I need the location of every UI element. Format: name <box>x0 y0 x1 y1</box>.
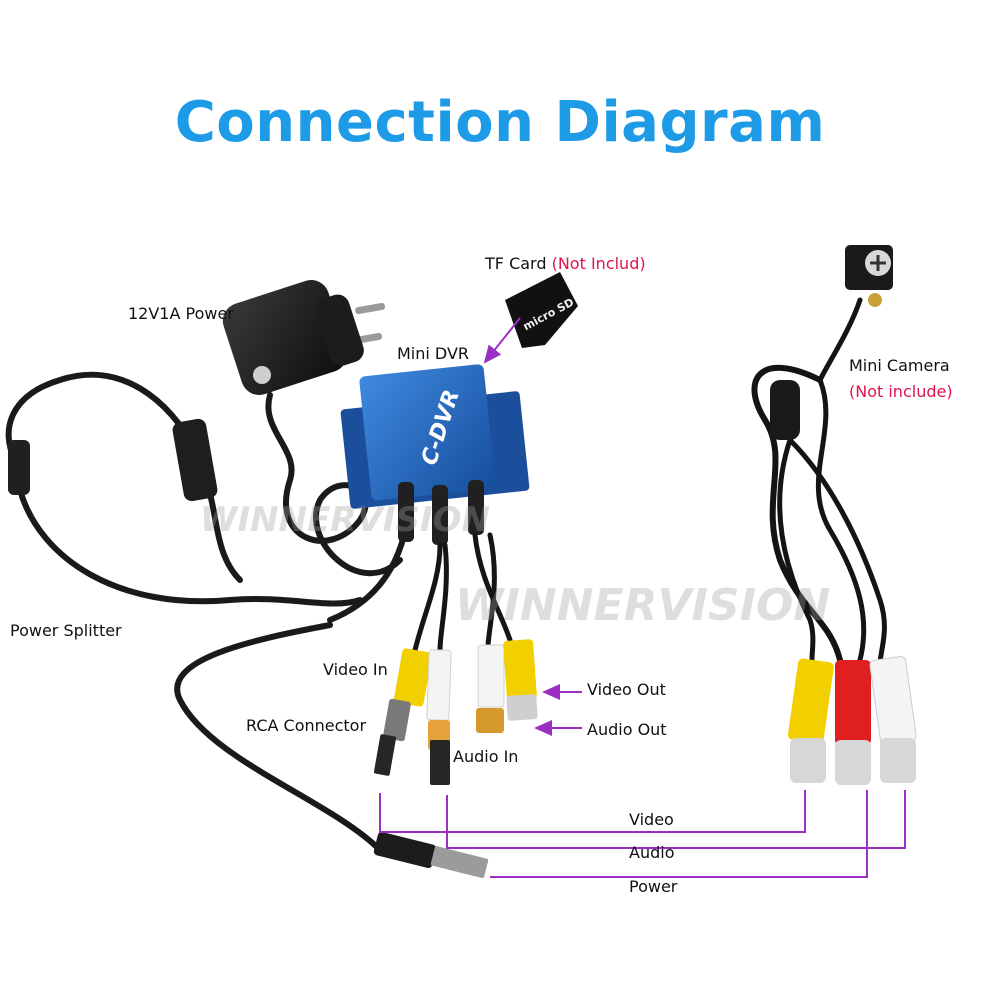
watermark-top: WINNERVISION <box>200 500 490 540</box>
power-adapter-label: 12V1A Power <box>128 304 234 323</box>
adapter-pin-1 <box>355 302 385 315</box>
mini-camera <box>845 245 893 307</box>
rca-audio-in-plug <box>426 649 452 721</box>
tf-card-arrow <box>483 317 521 364</box>
camera-rca-sockets <box>787 656 917 785</box>
video-guide-line <box>379 790 806 833</box>
splitter-loop-bottom <box>17 487 363 607</box>
splitter-junction <box>8 418 218 502</box>
mini-camera-label: Mini Camera <box>849 356 950 375</box>
guide-lines <box>379 317 906 878</box>
audio-line-label: Audio <box>629 843 675 862</box>
power-guide-line <box>490 790 868 878</box>
dvr-rca-plugs <box>373 639 538 785</box>
rca-connector-label: RCA Connector <box>246 716 367 735</box>
rca-video-in-plug <box>393 648 432 707</box>
video-in-label: Video In <box>323 660 388 679</box>
rca-audio-out-socket <box>477 644 505 708</box>
dvr-ports <box>398 480 484 545</box>
audio-guide-line <box>446 790 906 849</box>
camera-cables <box>751 297 887 668</box>
dc-power-plug <box>373 831 489 879</box>
camera-audio-socket <box>869 656 917 745</box>
mini-camera-note: (Not include) <box>849 382 953 401</box>
power-splitter-label: Power Splitter <box>10 621 122 640</box>
diagram-title: Connection Diagram <box>174 90 826 155</box>
video-line-label: Video <box>629 810 674 829</box>
power-line-label: Power <box>629 877 678 896</box>
video-out-label: Video Out <box>587 680 666 699</box>
tf-card-label: TF Card (Not Includ) <box>485 254 646 273</box>
audio-out-label: Audio Out <box>587 720 667 739</box>
splitter-loop-top <box>5 371 198 463</box>
watermark-mid: WINNERVISION <box>455 580 831 631</box>
tf-card-note: (Not Includ) <box>551 254 646 273</box>
rca-video-out-socket <box>503 639 537 701</box>
adapter-badge <box>253 366 271 384</box>
power-cables <box>5 371 413 853</box>
mini-dvr: C-DVR <box>340 364 530 545</box>
mini-dvr-label: Mini DVR <box>397 344 470 363</box>
camera-power-socket <box>835 660 871 745</box>
audio-in-label: Audio In <box>453 747 519 766</box>
power-adapter <box>222 279 385 395</box>
camera-video-socket <box>787 658 834 744</box>
adapter-cable <box>265 392 403 577</box>
dvr-rca-leads <box>412 532 513 653</box>
tf-card: micro SD <box>505 272 578 348</box>
splitter-long-lead <box>174 622 383 853</box>
adapter-plug-face <box>315 294 364 366</box>
dvr-body <box>359 364 496 501</box>
